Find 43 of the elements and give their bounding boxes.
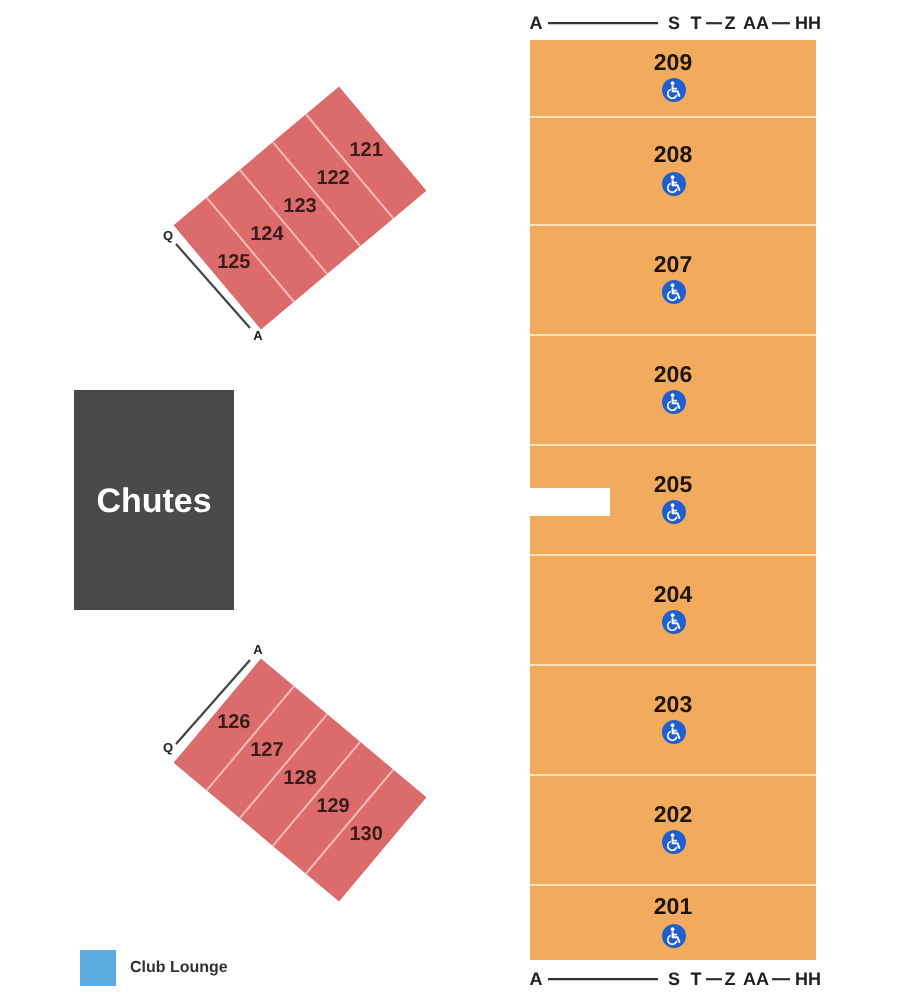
section-number: 130 — [349, 825, 383, 846]
seating-section — [530, 886, 816, 960]
legend-label: Club Lounge — [130, 960, 228, 976]
section-number: 209 — [653, 53, 693, 77]
seating-section — [530, 446, 816, 556]
seating-section — [530, 118, 816, 226]
row-letter: AA — [743, 971, 769, 989]
seating-section — [530, 556, 816, 666]
section-number: 201 — [653, 898, 693, 922]
seating-section — [530, 666, 816, 776]
chutes-block — [74, 390, 234, 610]
row-letter: T — [690, 15, 702, 33]
row-letter: A — [529, 971, 543, 989]
seating-section — [530, 40, 816, 118]
block-label: Chutes — [96, 483, 212, 517]
row-letter: AA — [743, 15, 769, 33]
section-number: 129 — [316, 797, 350, 818]
section-number: 207 — [653, 255, 693, 279]
section-number: 128 — [283, 770, 317, 790]
row-letter: S — [668, 15, 680, 33]
row-letter: A — [529, 15, 543, 33]
section-number: 127 — [250, 742, 284, 763]
section-number: 124 — [250, 225, 284, 246]
section-number: 208 — [653, 146, 693, 170]
row-letter: T — [690, 971, 702, 989]
section-number: 125 — [217, 253, 251, 274]
row-letter: Z — [724, 15, 736, 33]
row-letter: Z — [724, 971, 736, 989]
seating-section — [530, 226, 816, 336]
seating-section — [530, 776, 816, 886]
section-number: 204 — [653, 585, 693, 609]
section-number: 202 — [653, 805, 693, 829]
section-number: 205 — [653, 475, 693, 499]
section-number: 122 — [316, 170, 350, 191]
section-number: 123 — [283, 198, 317, 218]
row-letter: HH — [795, 971, 821, 989]
section-number: 206 — [653, 365, 693, 389]
section-number: 203 — [653, 695, 693, 719]
row-letter: HH — [795, 15, 821, 33]
section-number: 121 — [349, 142, 383, 163]
section-number: 126 — [217, 714, 251, 735]
seating-section — [530, 336, 816, 446]
row-letter: S — [668, 971, 680, 989]
